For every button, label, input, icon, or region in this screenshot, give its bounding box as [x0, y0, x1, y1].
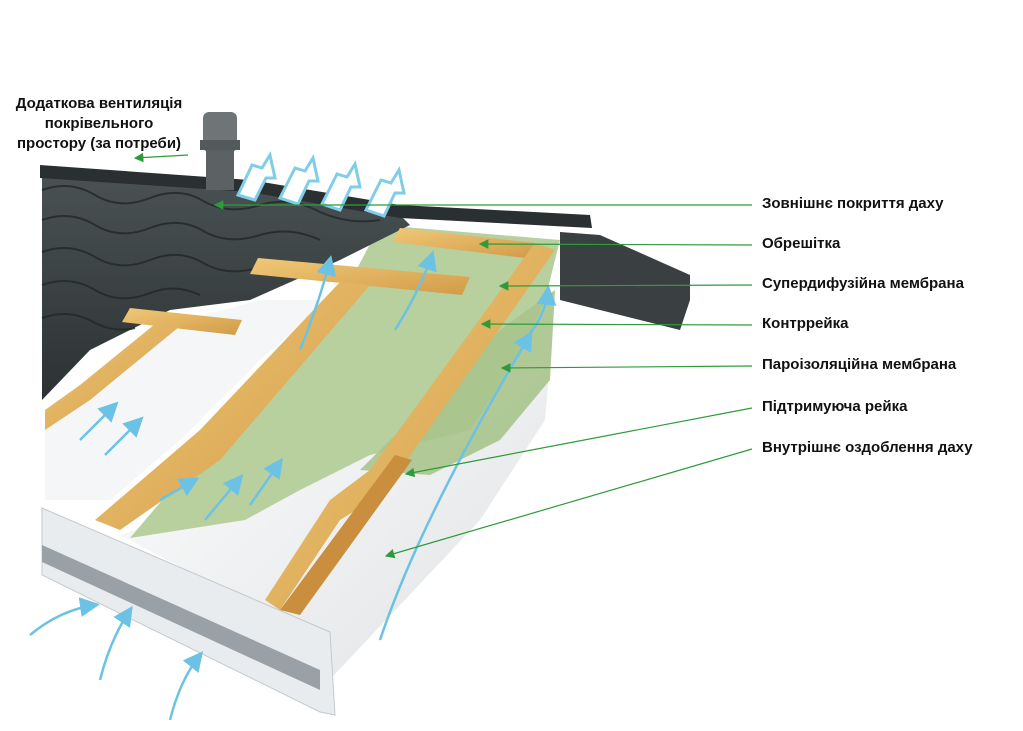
label-inner-finish: Внутрішнє оздоблення даху	[762, 439, 973, 456]
airflow-arrows	[29, 250, 557, 721]
label-superdiffusion-membrane: Супердифузійна мембрана	[762, 275, 964, 292]
label-counter-batten: Контррейка	[762, 315, 849, 332]
vent-label-line-2: покрівельного	[44, 115, 154, 132]
leader-vapor-barrier	[500, 363, 753, 373]
roof-vent-pipe	[200, 112, 240, 190]
label-vapor-barrier: Пароізоляційна мембрана	[762, 356, 957, 373]
label-outer-covering: Зовнішнє покриття даху	[762, 195, 944, 212]
leader-superdiffusion	[498, 281, 753, 291]
label-battens: Обрешітка	[762, 235, 841, 252]
interior-white-area	[45, 300, 330, 500]
counter-batten-left	[45, 320, 185, 430]
leader-support-rail	[404, 407, 753, 478]
vent-label-line-3: простору (за потреби)	[16, 135, 182, 152]
outer-roof-covering	[42, 170, 410, 400]
leader-inner-finish	[384, 448, 753, 559]
support-rail	[280, 455, 412, 615]
fascia-strip	[42, 545, 320, 690]
superdiffusion-membrane	[130, 225, 560, 538]
leader-vent	[133, 152, 189, 163]
exhaust-arrows	[235, 151, 406, 218]
leader-lines	[133, 152, 753, 559]
vent-label-line-1: Додаткова вентиляція	[15, 95, 183, 112]
leader-counter-batten	[480, 319, 753, 329]
leader-battens	[478, 239, 753, 249]
batten-top	[392, 228, 535, 258]
batten-lower	[122, 308, 242, 335]
vent-label: Додаткова вентиляція покрівельного прост…	[4, 94, 194, 154]
batten-middle	[250, 258, 470, 295]
ridge-cap	[40, 165, 592, 228]
label-support-rail: Підтримуюча рейка	[762, 398, 908, 415]
counter-batten-right	[265, 243, 555, 610]
eave-overhang	[560, 232, 690, 330]
